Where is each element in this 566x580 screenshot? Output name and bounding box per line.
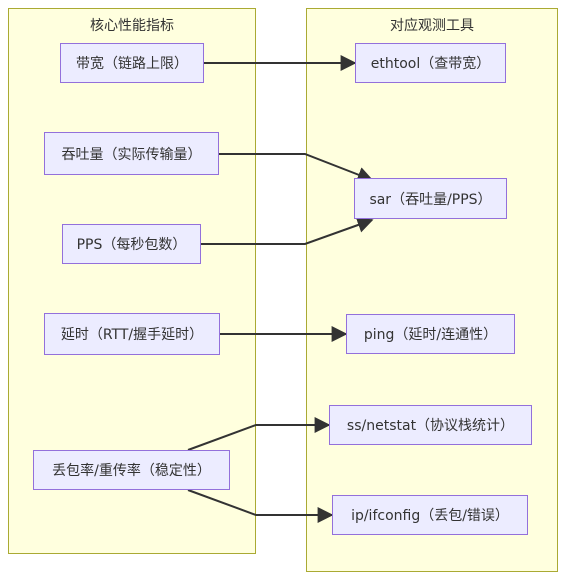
node-ethtool[interactable]: ethtool（查带宽）	[355, 43, 506, 83]
node-ping[interactable]: ping（延时/连通性）	[346, 314, 515, 354]
edge-loss-ss	[187, 417, 331, 451]
tools-cluster-title: 对应观测工具	[390, 18, 474, 34]
metrics-cluster-title: 核心性能指标	[90, 18, 174, 34]
node-ip[interactable]: ip/ifconfig（丢包/错误）	[332, 495, 528, 535]
edge-throughput-sar	[219, 153, 374, 183]
node-latency[interactable]: 延时（RTT/握手延时）	[44, 313, 220, 355]
edge-loss-ip	[187, 489, 334, 523]
node-loss[interactable]: 丢包率/重传率（稳定性）	[33, 450, 230, 490]
node-pps[interactable]: PPS（每秒包数）	[62, 224, 201, 264]
tools-cluster: 对应观测工具	[306, 8, 558, 572]
node-sar[interactable]: sar（吞吐量/PPS）	[354, 178, 507, 219]
node-throughput[interactable]: 吞吐量（实际传输量）	[44, 132, 219, 175]
node-bandwidth[interactable]: 带宽（链路上限）	[60, 43, 204, 83]
node-ss[interactable]: ss/netstat（协议栈统计）	[329, 405, 532, 445]
edge-pps-sar	[201, 217, 374, 245]
